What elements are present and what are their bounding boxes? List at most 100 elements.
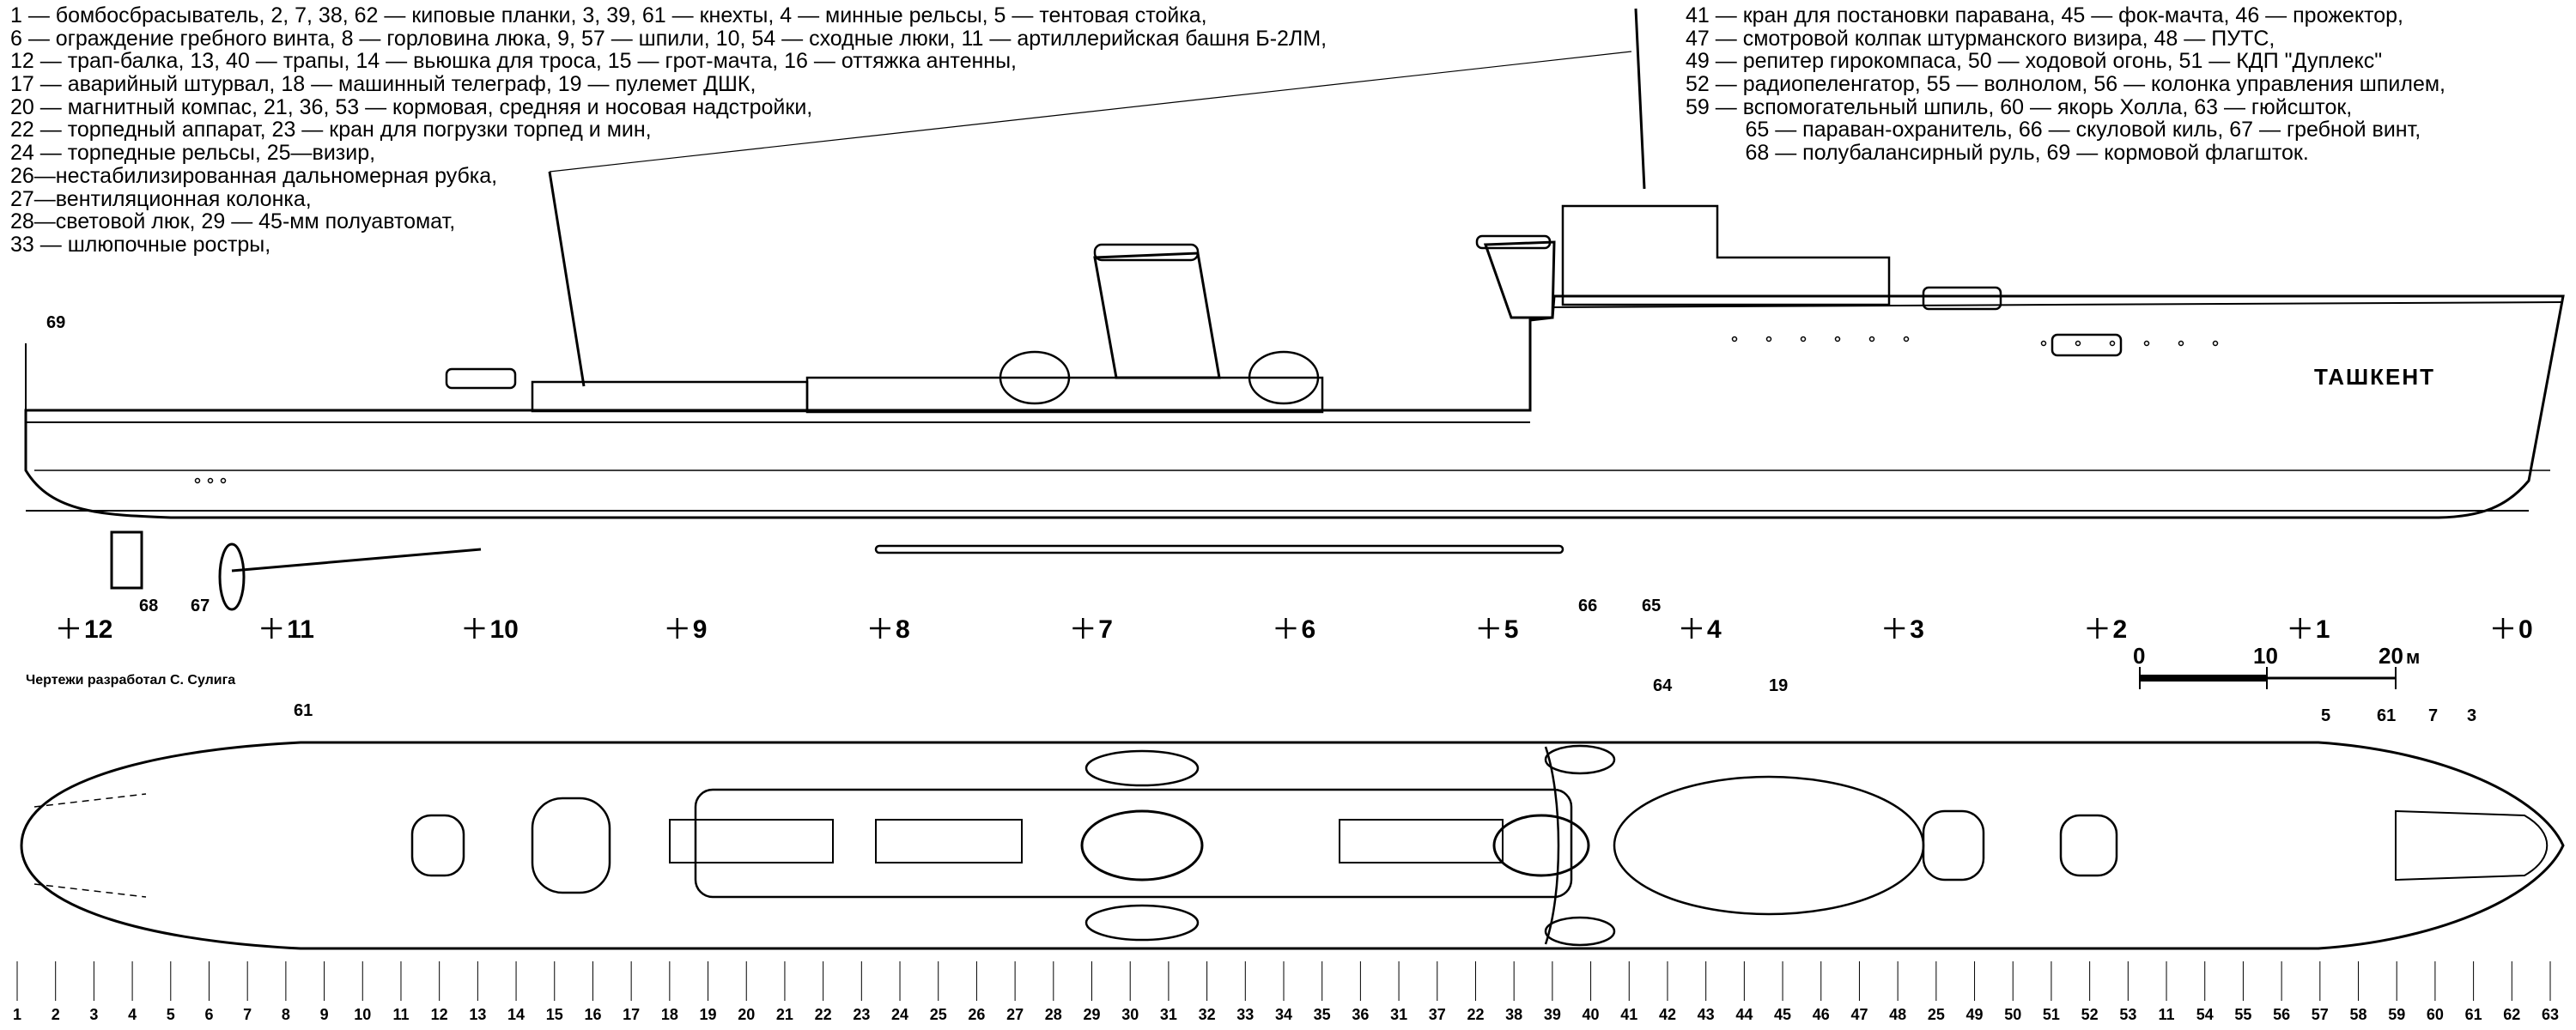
plan-bow-deck-outline [2395,809,2549,882]
callout-64: 64 [1653,676,1673,695]
legend-line: 6 — ограждение гребного винта, 8 — горло… [10,26,1327,51]
plan-boat-3 [1544,744,1616,775]
legend-left: 1 — бомбосбрасыватель, 2, 7, 38, 62 — ки… [10,4,1327,257]
plan-callouts-top: 61 64 19 5 61 7 3 [294,676,2476,725]
station-cross [870,618,890,639]
scale-tick-10: 10 [2253,643,2278,669]
scale-bar: 0 10 20 м [2133,643,2420,689]
part-callout-label: 13 [469,1006,486,1023]
station-cross [1478,618,1499,639]
forecastle-deck-line [1553,301,2564,308]
part-callout-label: 28 [1045,1006,1062,1023]
part-callout-label: 15 [546,1006,563,1023]
legend-line: 65 — параван-охранитель, 66 — скуловой к… [1686,118,2421,142]
part-callout-label: 21 [776,1006,793,1023]
part-callout-label: 41 [1620,1006,1637,1023]
part-callout-label: 55 [2234,1006,2251,1023]
part-callout-label: 24 [891,1006,908,1023]
ship-name-label: ТАШКЕНТ [2314,364,2435,390]
part-callout-label: 53 [2119,1006,2136,1023]
bow-gun-turret-side [2050,333,2123,357]
part-callout-label: 37 [1429,1006,1446,1023]
forward-gun-turret-side [1922,286,2002,311]
part-callout-label: 49 [1966,1006,1984,1023]
part-callout-label: 14 [507,1006,525,1023]
side-callouts: 69 68 67 66 65 [46,313,1661,615]
aft-gun-turret-side [445,367,517,390]
part-callout-label: 25 [1928,1006,1945,1023]
callout-68: 68 [139,597,158,615]
part-callout-label: 12 [431,1006,448,1023]
station-label: 1 [2316,615,2330,644]
part-callout-label: 47 [1850,1006,1868,1023]
plan-turret-aft-1 [410,814,465,877]
propeller [218,542,246,611]
plan-funnel-fore-top [1492,814,1590,877]
station-label: 10 [490,615,519,644]
station-label: 8 [896,615,910,644]
plan-boat-4 [1544,916,1616,947]
antenna-stay [549,51,1632,173]
station-cross [1681,618,1702,639]
plan-boat-1 [1084,749,1200,787]
part-callout-label: 4 [128,1006,137,1023]
part-callout-label: 22 [815,1006,832,1023]
part-callout-label: 3 [89,1006,98,1023]
callout-67: 67 [191,597,210,615]
part-callout-label: 60 [2427,1006,2444,1023]
part-callout-label: 17 [623,1006,640,1023]
callout-65: 65 [1642,597,1661,615]
legend-right: 41 — кран для постановки паравана, 45 — … [1686,4,2445,165]
aft-funnel-cap [1093,243,1200,262]
plan-turret-aft-2 [531,797,611,894]
part-callout-label: 46 [1813,1006,1830,1023]
bilge-keel [874,544,1564,554]
plan-stern-rails [33,793,147,898]
part-callout-label: 39 [1544,1006,1561,1023]
station-label: 0 [2518,615,2533,644]
part-callout-label: 16 [584,1006,601,1023]
plan-funnel-aft-top [1080,809,1204,882]
fore-funnel [1483,240,1556,319]
part-callout-label: 20 [738,1006,755,1023]
part-callout-label: 63 [2542,1006,2559,1023]
legend-line: 17 — аварийный штурвал, 18 — машинный те… [10,72,756,97]
part-callout-label: 61 [2465,1006,2482,1023]
part-callout-label: 52 [2081,1006,2099,1023]
part-callout-label: 32 [1199,1006,1216,1023]
callout-19: 19 [1769,676,1788,695]
station-label: 7 [1098,615,1113,644]
part-callout-label: 1 [13,1006,21,1023]
part-callout-label: 8 [282,1006,290,1023]
legend-line: 20 — магнитный компас, 21, 36, 53 — корм… [10,94,813,119]
part-callout-label: 19 [700,1006,717,1023]
part-callout-label: 31 [1160,1006,1177,1023]
plan-forecastle-break [1544,746,1560,945]
part-callout-label: 57 [2312,1006,2329,1023]
rudder [110,530,143,590]
legend-line: 27—вентиляционная колонка, [10,186,312,211]
forward-superstructure [1561,204,1891,306]
part-callout-label: 29 [1083,1006,1100,1023]
part-callout-label: 58 [2349,1006,2366,1023]
plan-midship-superstructure [694,788,1573,899]
callout-66: 66 [1578,597,1597,615]
legend-line: 33 — шлюпочные ростры, [10,232,271,257]
midship-superstructure [805,376,1324,414]
part-callout-label: 54 [2196,1006,2214,1023]
part-callout-label: 11 [392,1006,409,1023]
legend-line: 1 — бомбосбрасыватель, 2, 7, 38, 62 — ки… [10,3,1207,27]
boat-aft [999,350,1071,405]
legend-line: 41 — кран для постановки паравана, 45 — … [1686,3,2403,27]
part-callout-label: 45 [1774,1006,1791,1023]
part-callout-label: 30 [1121,1006,1139,1023]
part-callout-label: 34 [1275,1006,1292,1023]
part-callout-label: 62 [2503,1006,2520,1023]
callout-5-top: 5 [2321,706,2330,725]
callout-69: 69 [46,313,65,332]
portholes [194,336,2219,484]
